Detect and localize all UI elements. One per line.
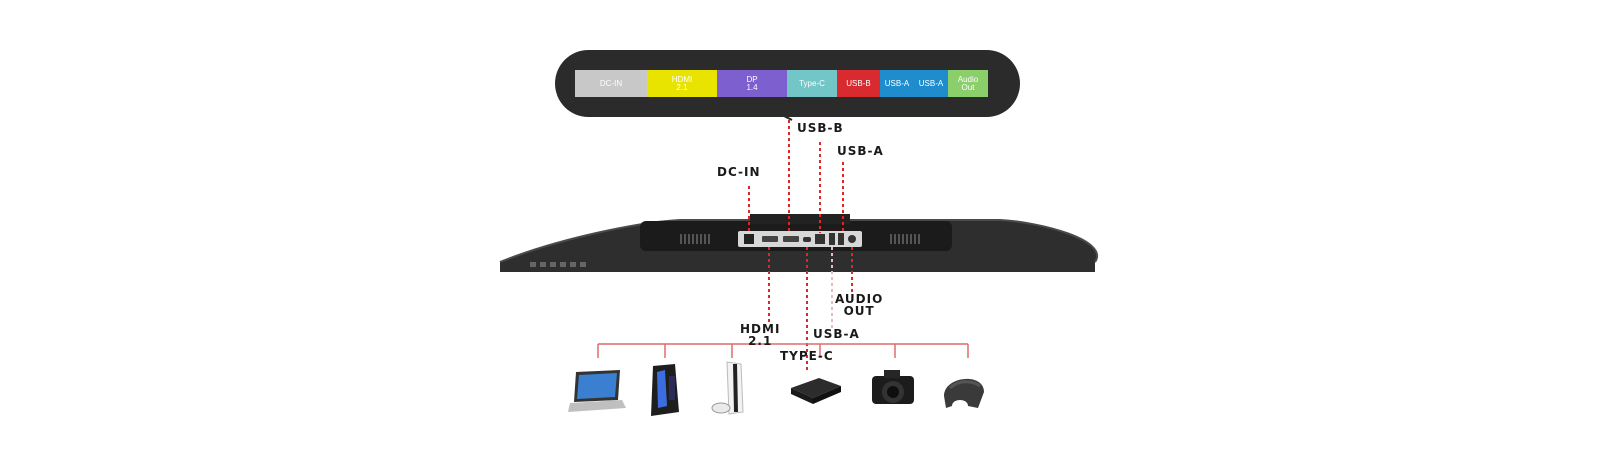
usb-a-bottom-callout: USB-A [813,327,860,341]
port-segment-usb-a: USB-A [880,70,914,97]
audio-out-callout: AUDIO OUT [835,292,884,318]
port-segment-dc-in: DC-IN [575,70,647,97]
hdmi-port [762,236,778,242]
device-bracket [597,343,969,358]
right-vent [890,234,920,244]
port-segment-audio-out: Audio Out [948,70,988,97]
left-vent [680,234,710,244]
usb-a-port-2 [838,233,844,245]
port-segment-hdmi-2-1: HDMI 2.1 [647,70,717,97]
dc-in-port [744,234,754,244]
type-c-callout: TYPE-C [780,349,834,363]
usb-b-port [815,234,825,244]
game-console-icon [711,361,744,415]
vr-headset-icon [944,378,984,408]
monitor-base-top-edge [499,219,1099,263]
port-segment-usb-b: USB-B [837,70,880,97]
camera-icon [872,370,914,404]
dc-in-callout: DC-IN [717,165,761,179]
usb-a-top-callout: USB-A [837,144,884,158]
stand-mount [750,214,850,224]
port-segment-type-c: Type-C [787,70,837,97]
streaming-box-icon [791,378,841,404]
usb-b-callout: USB-B [797,121,844,135]
desktop-pc-icon [651,364,679,416]
laptop-icon [568,370,626,412]
front-buttons [530,262,586,267]
port-segment-dp-1-4: DP 1.4 [717,70,787,97]
port-segment-usb-a: USB-A [914,70,948,97]
type-c-port [803,237,811,242]
audio-out-port [848,235,856,243]
hdmi-callout: HDMI 2.1 [740,322,781,348]
usb-a-port-1 [829,233,835,245]
dp-port [783,236,799,242]
connector-lines [748,120,853,370]
